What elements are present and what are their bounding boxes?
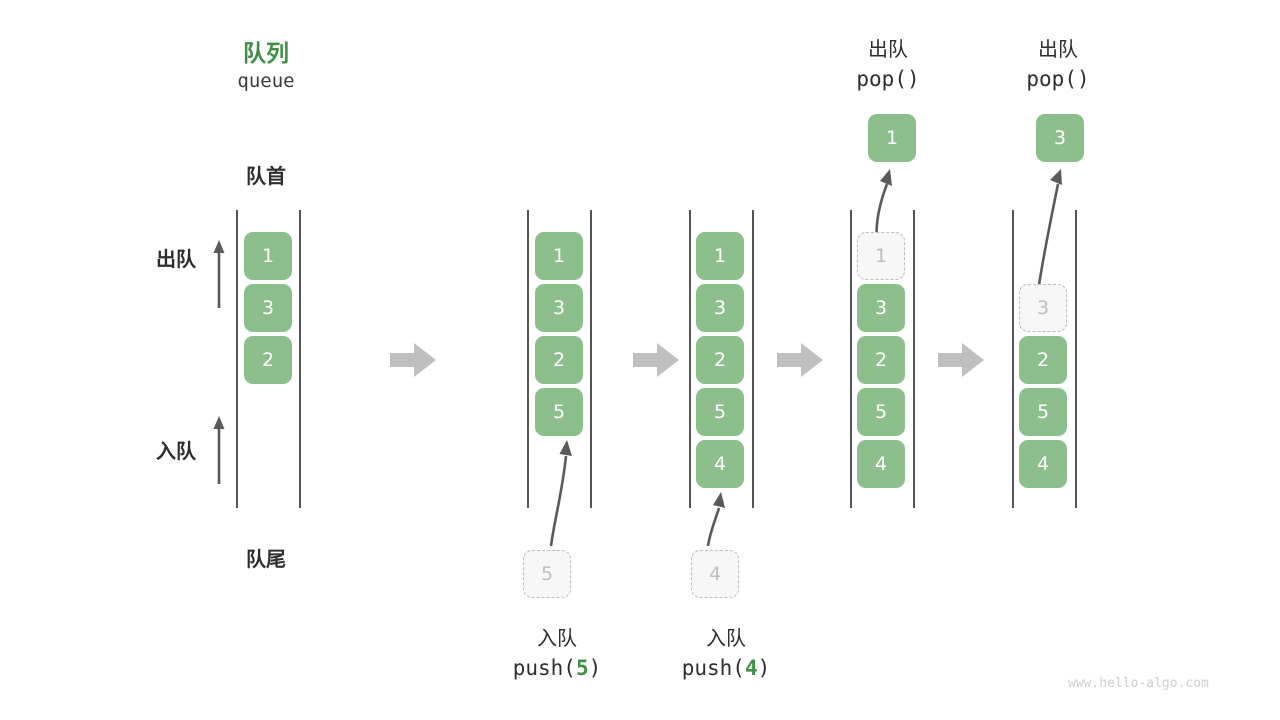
step-header-code: pop() — [856, 67, 920, 91]
rear-label: 队尾 — [246, 547, 286, 571]
diagram-title-cn: 队列 — [243, 41, 289, 67]
queue-cell: 2 — [1019, 336, 1067, 384]
watermark: www.hello-algo.com — [1068, 676, 1209, 691]
arrow-right-icon — [633, 343, 679, 377]
queue-cell: 3 — [535, 284, 583, 332]
queue-cell: 4 — [857, 440, 905, 488]
push-code-post: ) — [757, 656, 771, 680]
push-code-value: 5 — [575, 656, 589, 680]
front-label: 队首 — [246, 164, 286, 188]
queue-rail-left-1 — [236, 210, 238, 508]
push-code-value: 4 — [744, 656, 758, 680]
queue-ghost-cell: 1 — [857, 232, 905, 280]
incoming-ghost-cell: 5 — [523, 550, 571, 598]
popped-cell: 1 — [868, 114, 916, 162]
queue-cell: 1 — [244, 232, 292, 280]
queue-cell: 5 — [535, 388, 583, 436]
step-caption-code: push(5) — [477, 656, 637, 680]
pop-arrow-icon — [875, 169, 892, 241]
arrow-right-icon — [777, 343, 823, 377]
queue-cell: 2 — [535, 336, 583, 384]
step-header-cn: 出队 — [868, 37, 908, 61]
queue-rail-right-5 — [1075, 210, 1077, 508]
queue-cell: 2 — [696, 336, 744, 384]
queue-cell: 5 — [696, 388, 744, 436]
queue-cell: 3 — [244, 284, 292, 332]
incoming-ghost-cell: 4 — [691, 550, 739, 598]
arrow-right-icon — [938, 343, 984, 377]
dequeue-direction-arrow-icon — [213, 240, 225, 308]
dequeue-label: 出队 — [156, 247, 196, 271]
step-header-cn: 出队 — [1038, 37, 1078, 61]
step-caption-cn: 入队 — [537, 626, 577, 650]
queue-rail-right-1 — [299, 210, 301, 508]
push-arrow-icon — [549, 440, 572, 547]
step-caption-code: push(4) — [646, 656, 806, 680]
arrow-right-icon — [390, 343, 436, 377]
queue-cell: 1 — [696, 232, 744, 280]
queue-rail-left-3 — [689, 210, 691, 508]
queue-cell: 4 — [696, 440, 744, 488]
queue-cell: 4 — [1019, 440, 1067, 488]
enqueue-direction-arrow-icon — [213, 416, 225, 484]
queue-cell: 3 — [696, 284, 744, 332]
queue-rail-right-3 — [752, 210, 754, 508]
queue-cell: 3 — [857, 284, 905, 332]
push-code-post: ) — [588, 656, 602, 680]
queue-rail-right-4 — [913, 210, 915, 508]
queue-rail-right-2 — [590, 210, 592, 508]
queue-rail-left-5 — [1012, 210, 1014, 508]
queue-cell: 2 — [244, 336, 292, 384]
pop-arrow-icon — [1036, 169, 1062, 293]
enqueue-label: 入队 — [156, 439, 196, 463]
queue-cell: 5 — [1019, 388, 1067, 436]
push-arrow-icon — [706, 492, 725, 547]
queue-cell: 2 — [857, 336, 905, 384]
queue-cell: 5 — [857, 388, 905, 436]
queue-rail-left-2 — [527, 210, 529, 508]
step-header-code: pop() — [1026, 67, 1090, 91]
queue-rail-left-4 — [850, 210, 852, 508]
step-caption-cn: 入队 — [706, 626, 746, 650]
push-code-pre: push( — [681, 656, 745, 680]
diagram-title-en: queue — [237, 70, 295, 92]
queue-ghost-cell: 3 — [1019, 284, 1067, 332]
queue-cell: 1 — [535, 232, 583, 280]
push-code-pre: push( — [512, 656, 576, 680]
popped-cell: 3 — [1036, 114, 1084, 162]
